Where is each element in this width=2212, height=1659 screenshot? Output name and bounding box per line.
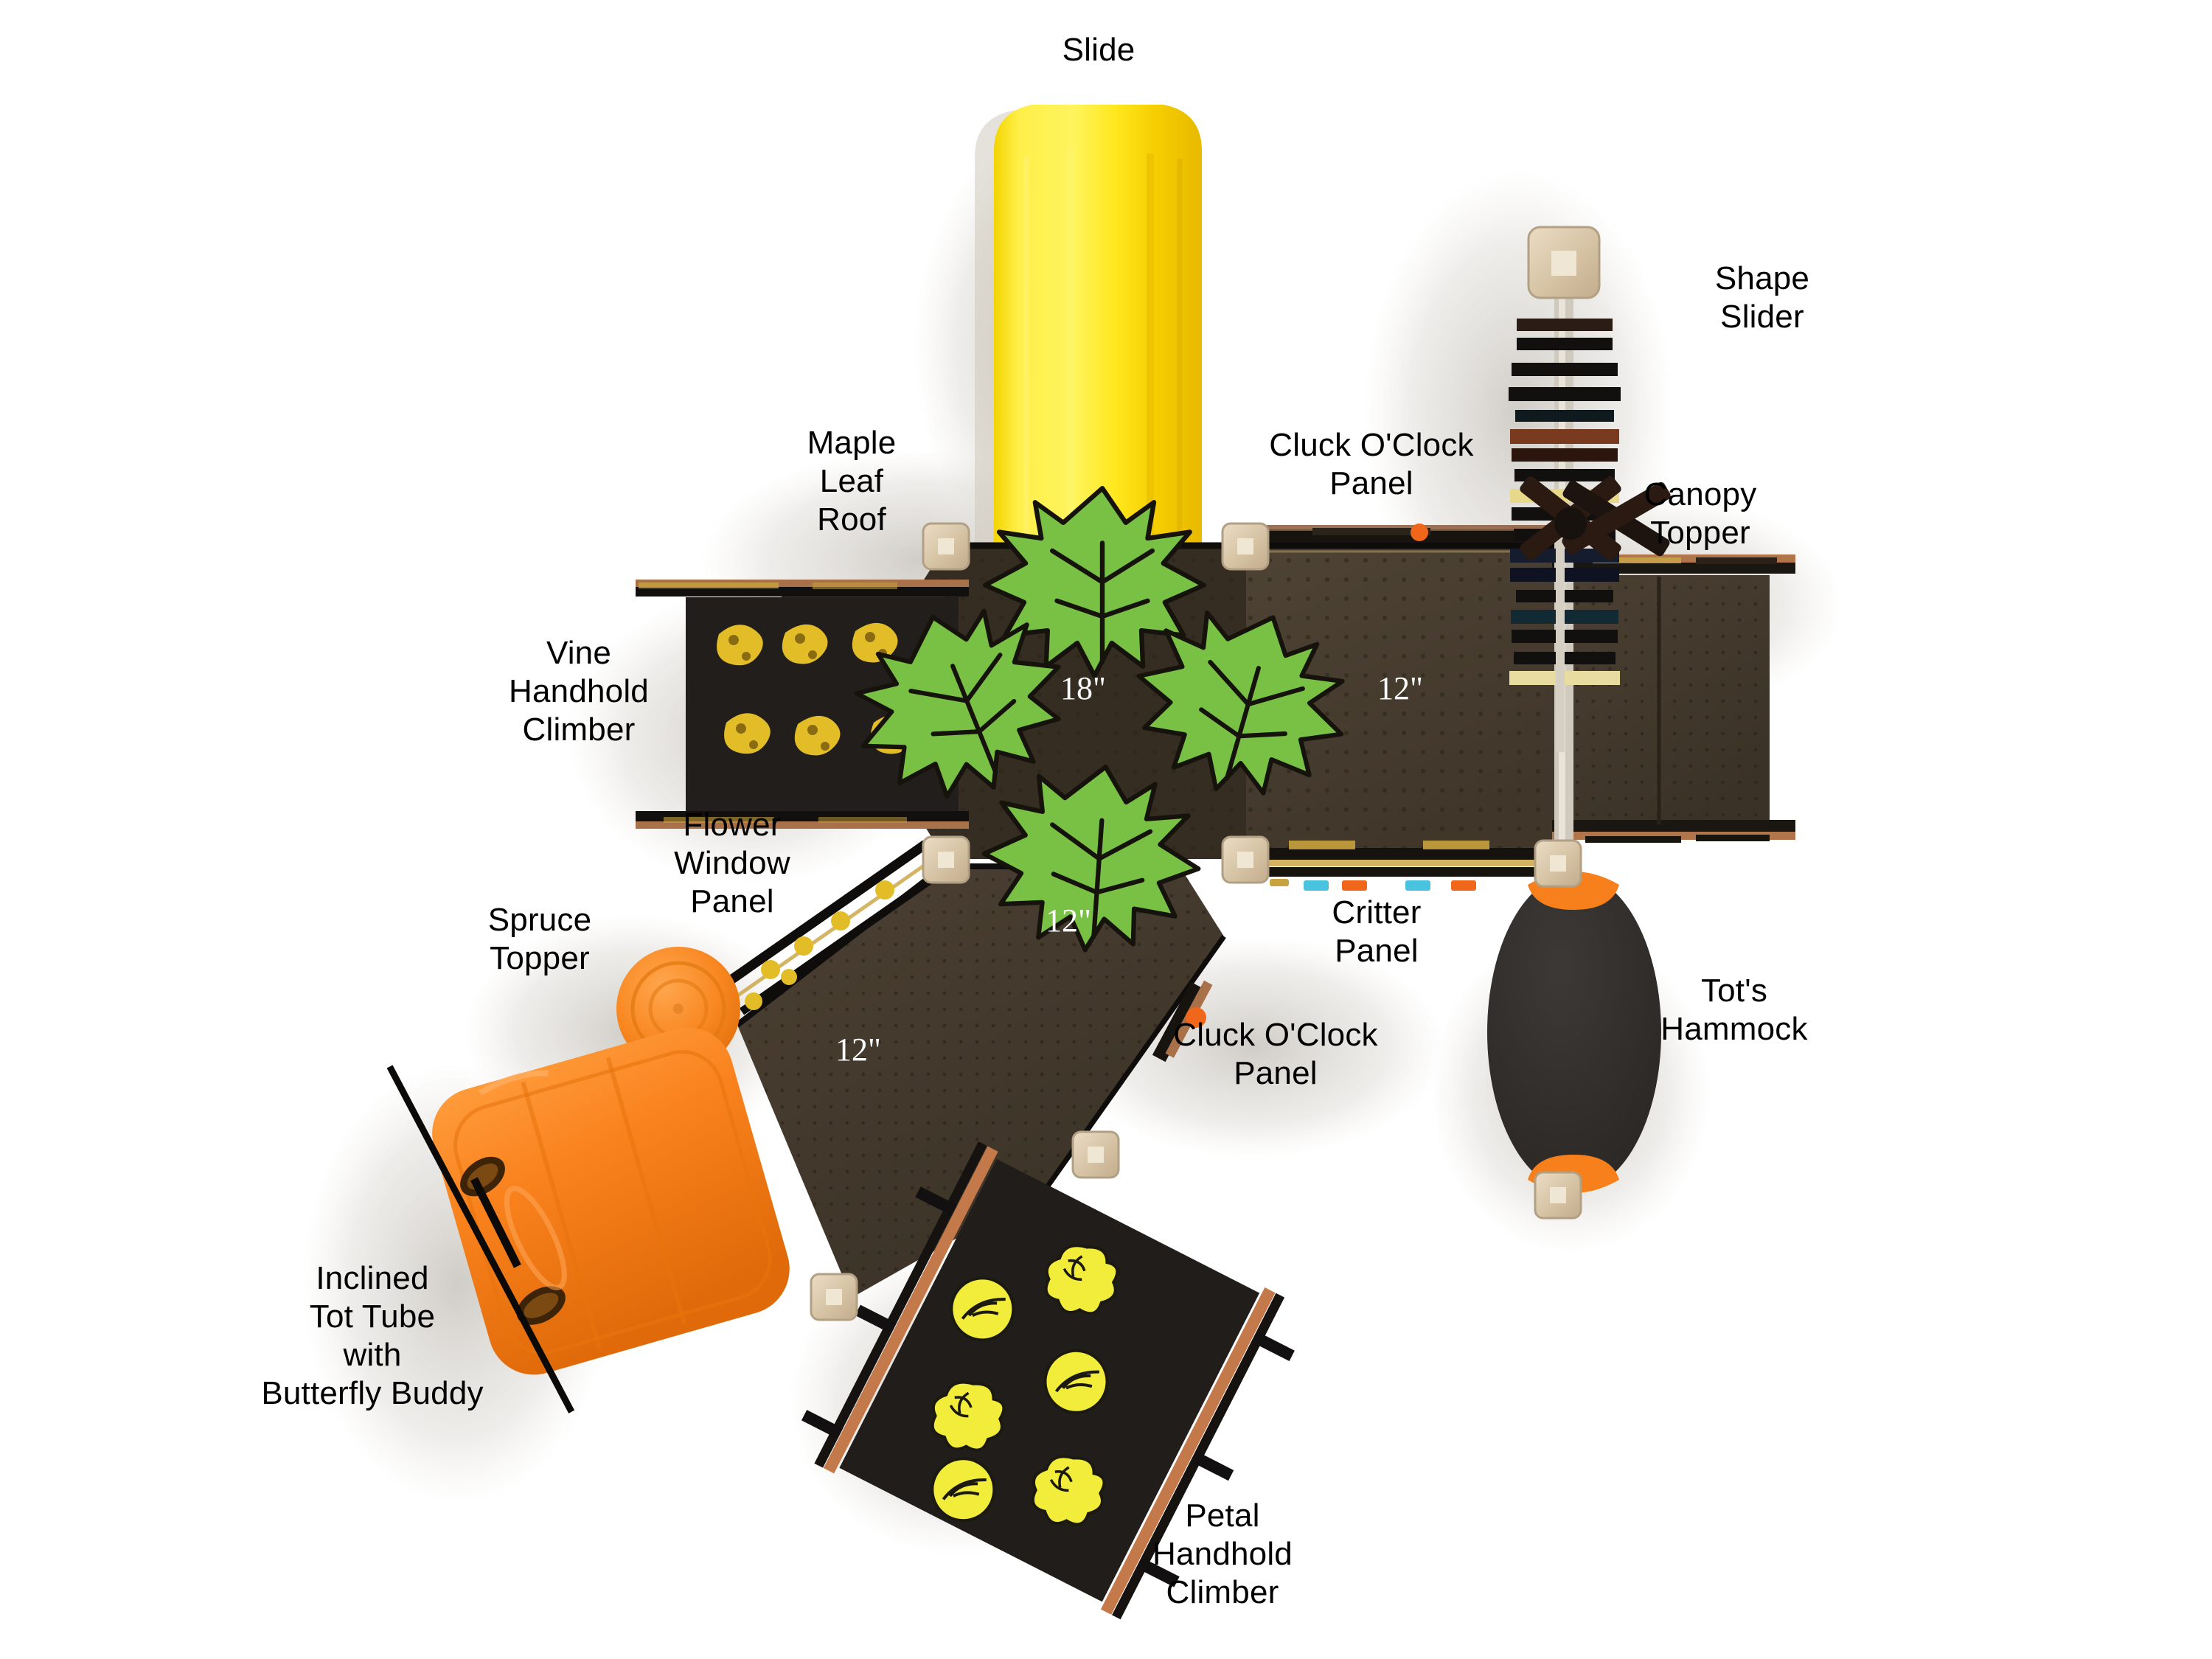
deck-height-label-12-mid: 12"	[1046, 902, 1091, 939]
callout-petal-handhold-climber[interactable]: Petal Handhold Climber	[1152, 1498, 1293, 1610]
shape-slider-post-cap	[1527, 226, 1601, 299]
callout-shape-slider[interactable]: Shape Slider	[1714, 260, 1810, 335]
callout-inclined-tot-tube[interactable]: Inclined Tot Tube with Butterfly Buddy	[261, 1260, 484, 1411]
maple-leaf	[981, 765, 1201, 953]
maple-leaf	[982, 486, 1206, 678]
callout-tots-hammock[interactable]: Tot's Hammock	[1660, 973, 1808, 1047]
callout-flower-window-panel[interactable]: Flower Window Panel	[674, 807, 790, 919]
callout-vine-handhold-climber[interactable]: Vine Handhold Climber	[509, 635, 649, 748]
callout-maple-leaf-roof[interactable]: Maple Leaf Roof	[807, 425, 897, 538]
deck-height-label-12-right: 12"	[1377, 670, 1423, 706]
callout-cluck-oclock-panel-top[interactable]: Cluck O'Clock Panel	[1269, 427, 1474, 501]
petal-handhold-climber[interactable]	[787, 1127, 1314, 1635]
deck-lower-left-12[interactable]	[727, 840, 1226, 1298]
canopy-topper[interactable]	[1518, 475, 1672, 752]
deck-height-label-12-left: 12"	[835, 1032, 881, 1068]
callout-spruce-topper[interactable]: Spruce Topper	[487, 902, 592, 976]
callout-cluck-oclock-panel-bottom[interactable]: Cluck O'Clock Panel	[1173, 1017, 1378, 1091]
maple-leaf	[1136, 610, 1345, 796]
slide[interactable]	[975, 105, 1202, 582]
callout-canopy-topper[interactable]: Canopy Topper	[1644, 476, 1757, 551]
petal-holds	[931, 1244, 1119, 1526]
post-caps	[810, 522, 1582, 1321]
deck-right-12[interactable]	[1246, 524, 1563, 891]
deck-height-label-18: 18"	[1060, 670, 1106, 706]
inclined-tot-tube[interactable]	[386, 975, 813, 1433]
flower-window-panel[interactable]	[727, 840, 940, 1015]
maple-leaf	[854, 608, 1061, 799]
callout-slide[interactable]: Slide	[1062, 32, 1135, 68]
callout-critter-panel[interactable]: Critter Panel	[1332, 894, 1422, 969]
maple-leaf-roof[interactable]	[828, 486, 1367, 957]
critter-panel-accents	[1270, 879, 1476, 891]
